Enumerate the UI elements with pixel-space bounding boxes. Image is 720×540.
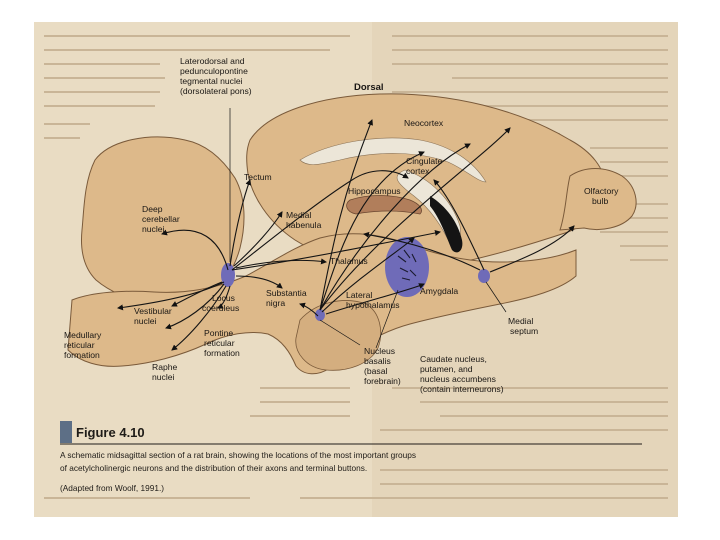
- label-neocortex: Neocortex: [404, 118, 444, 128]
- label-deep-cerebellar-nuclei: Deep cerebellar nuclei: [142, 204, 182, 234]
- caption-source: (Adapted from Woolf, 1991.): [60, 483, 164, 493]
- label-caudate-putamen: Caudate nucleus, putamen, and nucleus ac…: [420, 354, 504, 394]
- label-thalamus: Thalamus: [330, 256, 368, 266]
- hippocampus-body: [346, 195, 422, 215]
- label-hippocampus: Hippocampus: [348, 186, 401, 196]
- label-cingulate-cortex: Cingulate cortex: [406, 156, 445, 176]
- label-pontine-reticular: Pontine reticular formation: [204, 328, 240, 358]
- label-raphe-nuclei: Raphe nuclei: [152, 362, 180, 382]
- figure-number: Figure 4.10: [76, 425, 145, 440]
- axon-projections: [117, 119, 575, 351]
- label-dorsal: Dorsal: [354, 82, 384, 93]
- label-medial-habenula: Medial habenula: [286, 210, 322, 230]
- lateral-ventricle: [430, 196, 463, 253]
- label-olfactory-bulb: Olfactory bulb: [584, 186, 621, 206]
- cingulum-lamina: [299, 137, 487, 183]
- label-medial-septum: Medial septum: [508, 316, 538, 336]
- figure-caption: Figure 4.10 A schematic midsagittal sect…: [60, 421, 642, 493]
- figure-tag-block: [60, 421, 72, 443]
- label-pons-nuclei: Laterodorsal and pedunculopontine tegmen…: [180, 56, 252, 96]
- medial-septum-dot: [478, 269, 490, 283]
- label-medullary-reticular: Medullary reticular formation: [64, 330, 104, 360]
- label-substantia-nigra: Substantia nigra: [266, 288, 309, 308]
- caption-line-1: A schematic midsagittal section of a rat…: [60, 450, 416, 460]
- olfactory-bulb: [559, 168, 637, 231]
- label-tectum: Tectum: [244, 172, 272, 182]
- leader-lines: [229, 108, 507, 349]
- label-vestibular-nuclei: Vestibular nuclei: [134, 306, 174, 326]
- label-amygdala: Amygdala: [420, 286, 458, 296]
- label-locus-coeruleus: Locus coeruleus: [202, 293, 239, 313]
- label-lateral-hypothalamus: Lateral hypothalamus: [346, 290, 400, 310]
- figure-labels: Laterodorsal and pedunculopontine tegmen…: [64, 56, 621, 394]
- caption-line-2: of acetylcholinergic neurons and the dis…: [60, 463, 367, 473]
- tegmental-nuclei-dot: [221, 263, 235, 287]
- label-nucleus-basalis: Nucleus basalis (basal forebrain): [364, 346, 401, 386]
